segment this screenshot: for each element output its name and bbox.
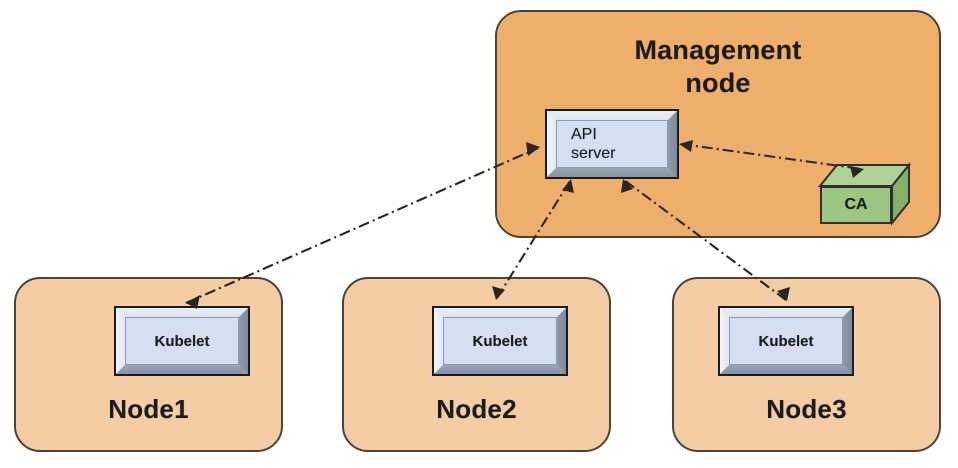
ca-front-face: CA [820, 186, 892, 224]
bevel-right-edge [668, 111, 677, 177]
bevel-right-edge [557, 308, 566, 374]
kubelet-box-node-1[interactable]: Kubelet [114, 306, 250, 376]
kubelet-box-node-3[interactable]: Kubelet [718, 306, 854, 376]
api-server-face: API server [556, 120, 668, 168]
ca-label: CA [844, 196, 868, 213]
bevel-top-edge [434, 308, 566, 317]
ca-cuboid[interactable]: CA [817, 162, 912, 226]
bevel-top-edge [116, 308, 248, 317]
worker-node-3-container[interactable]: Node3 Kubelet [672, 277, 941, 452]
bevel-right-edge [843, 308, 852, 374]
kubelet-label-node-1: Kubelet [154, 332, 210, 350]
bevel-left-edge [720, 308, 729, 374]
kubelet-label-node-3: Kubelet [758, 332, 814, 350]
management-node-container[interactable]: Management node API server [495, 10, 941, 238]
worker-node-2-container[interactable]: Node2 Kubelet [342, 277, 611, 452]
bevel-bottom-edge [720, 365, 852, 374]
bevel-bottom-edge [434, 365, 566, 374]
management-node-title-line1: Management [634, 35, 802, 65]
api-server-label-line2: server [571, 145, 616, 162]
api-server-label-line1: API [571, 126, 597, 143]
api-server-box[interactable]: API server [545, 109, 679, 179]
worker-node-2-title: Node2 [436, 394, 517, 424]
kubelet-face-node-2: Kubelet [443, 317, 557, 365]
bevel-left-edge [116, 308, 125, 374]
bevel-left-edge [434, 308, 443, 374]
bevel-left-edge [547, 111, 556, 177]
bevel-bottom-edge [547, 168, 677, 177]
kubelet-box-node-2[interactable]: Kubelet [432, 306, 568, 376]
kubelet-face-node-3: Kubelet [729, 317, 843, 365]
worker-node-1-title: Node1 [108, 394, 189, 424]
worker-node-1-container[interactable]: Node1 Kubelet [14, 277, 283, 452]
bevel-top-edge [720, 308, 852, 317]
management-node-title-line2: node [685, 68, 751, 98]
worker-node-3-title: Node3 [766, 394, 847, 424]
management-node-title: Management node [497, 34, 939, 100]
kubelet-label-node-2: Kubelet [472, 332, 528, 350]
bevel-bottom-edge [116, 365, 248, 374]
bevel-right-edge [239, 308, 248, 374]
bevel-top-edge [547, 111, 677, 120]
api-server-label: API server [557, 125, 615, 163]
kubelet-face-node-1: Kubelet [125, 317, 239, 365]
